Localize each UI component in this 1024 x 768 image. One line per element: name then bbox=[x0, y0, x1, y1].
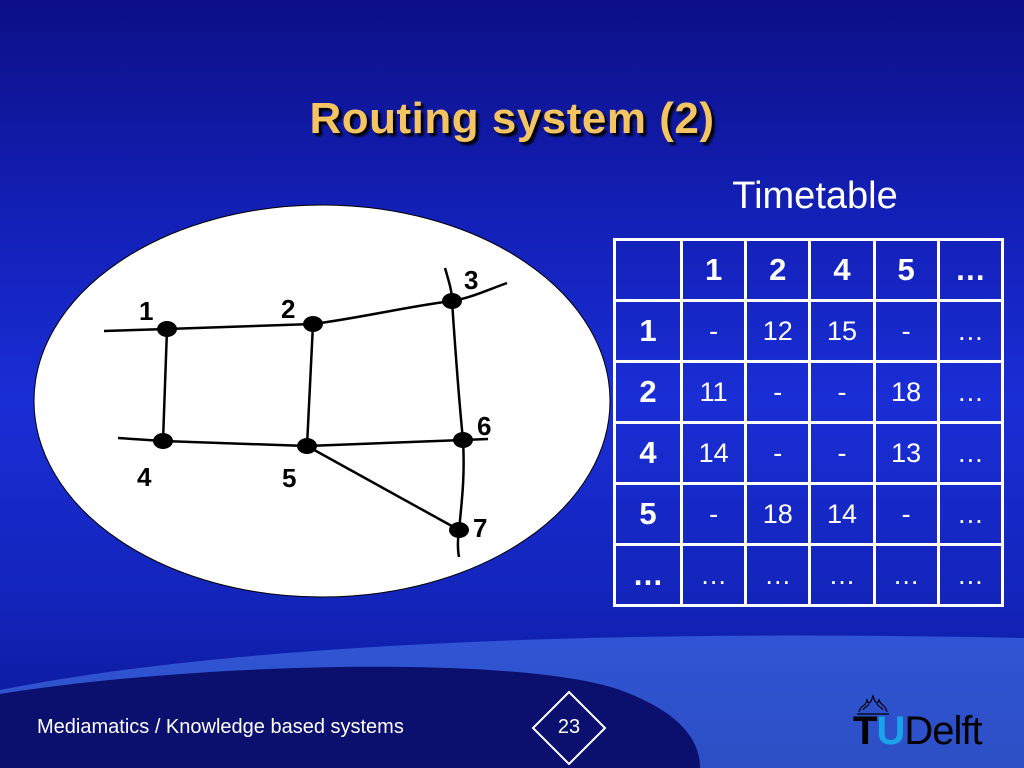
table-cell: … bbox=[679, 543, 748, 607]
network-area bbox=[33, 204, 611, 598]
table-cell: - bbox=[744, 421, 812, 485]
table-cell: … bbox=[808, 543, 876, 607]
node-2 bbox=[303, 316, 323, 332]
node-label-6: 6 bbox=[477, 411, 491, 441]
header-cell: … bbox=[936, 238, 1005, 302]
table-cell: … bbox=[936, 543, 1005, 607]
node-label-3: 3 bbox=[464, 265, 478, 295]
page-number: 23 bbox=[557, 716, 581, 738]
table-cell: … bbox=[872, 543, 940, 607]
header-cell bbox=[613, 238, 683, 302]
network-nodes bbox=[153, 293, 473, 538]
footer-course-name: Mediamatics / Knowledge based systems bbox=[37, 716, 404, 738]
table-cell: - bbox=[808, 360, 876, 424]
slide-title: Routing system (2) bbox=[309, 94, 715, 143]
table-cell: - bbox=[679, 482, 748, 546]
tu-delft-wordmark: TUDelft bbox=[853, 709, 983, 754]
table-cell: 18 bbox=[872, 360, 940, 424]
header-cell: 4 bbox=[808, 238, 876, 302]
table-cell: … bbox=[744, 543, 812, 607]
table-cell: 15 bbox=[808, 299, 876, 363]
node-label-2: 2 bbox=[281, 294, 295, 324]
timetable: 1 2 4 5 … 1 - 12 15 - … 2 11 - - 18 … 4 … bbox=[613, 238, 1005, 607]
table-cell: … bbox=[936, 421, 1005, 485]
table-row: 4 14 - - 13 … bbox=[613, 421, 1005, 485]
header-cell: 1 bbox=[679, 238, 748, 302]
logo-word-delft: Delft bbox=[904, 709, 982, 753]
table-cell: 13 bbox=[872, 421, 940, 485]
table-cell: 18 bbox=[744, 482, 812, 546]
table-cell: … bbox=[936, 360, 1005, 424]
table-caption: Timetable bbox=[732, 175, 898, 217]
header-cell: 2 bbox=[744, 238, 812, 302]
node-label-5: 5 bbox=[282, 463, 296, 493]
table-row: 1 - 12 15 - … bbox=[613, 299, 1005, 363]
node-7 bbox=[449, 522, 469, 538]
node-6 bbox=[453, 432, 473, 448]
page-number-diamond bbox=[531, 690, 607, 766]
table-cell: 14 bbox=[679, 421, 748, 485]
table-cell: 14 bbox=[808, 482, 876, 546]
table-cell: - bbox=[808, 421, 876, 485]
node-label-4: 4 bbox=[137, 462, 152, 492]
table-row: 2 11 - - 18 … bbox=[613, 360, 1005, 424]
node-label-1: 1 bbox=[139, 296, 153, 326]
row-label: 4 bbox=[613, 421, 683, 485]
table-cell: - bbox=[744, 360, 812, 424]
row-label: … bbox=[613, 543, 683, 607]
row-label: 5 bbox=[613, 482, 683, 546]
tu-delft-logo bbox=[851, 690, 1011, 760]
node-label-7: 7 bbox=[473, 513, 487, 543]
node-4 bbox=[153, 433, 173, 449]
table-cell: - bbox=[872, 299, 940, 363]
table-cell: 11 bbox=[679, 360, 748, 424]
header-cell: 5 bbox=[872, 238, 940, 302]
table-row: … … … … … … bbox=[613, 543, 1005, 607]
logo-letter-u: U bbox=[876, 709, 905, 753]
flame-emblem-icon bbox=[857, 694, 889, 715]
node-1 bbox=[157, 321, 177, 337]
table-row: 5 - 18 14 - … bbox=[613, 482, 1005, 546]
logo-letter-t: T bbox=[853, 709, 877, 753]
table-cell: … bbox=[936, 299, 1005, 363]
table-cell: 12 bbox=[744, 299, 812, 363]
row-label: 2 bbox=[613, 360, 683, 424]
table-cell: … bbox=[936, 482, 1005, 546]
row-label: 1 bbox=[613, 299, 683, 363]
node-3 bbox=[442, 293, 462, 309]
timetable-header-row: 1 2 4 5 … bbox=[613, 238, 1005, 302]
table-cell: - bbox=[872, 482, 940, 546]
table-cell: - bbox=[679, 299, 748, 363]
node-5 bbox=[297, 438, 317, 454]
